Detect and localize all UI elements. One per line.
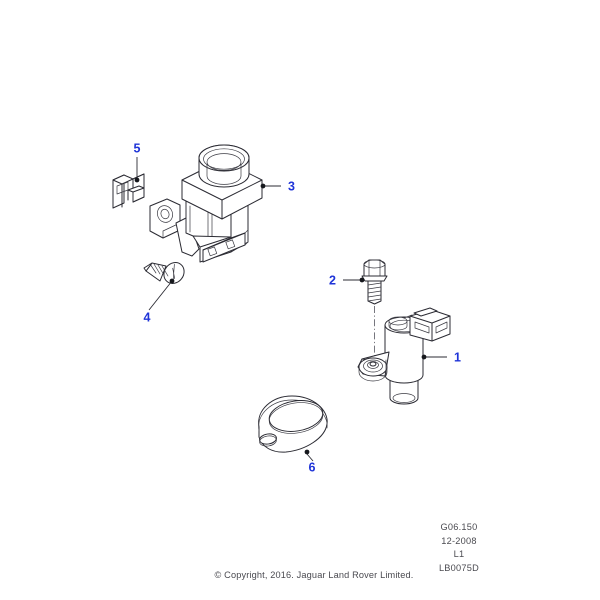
drawing-meta-block: G06.150 12-2008 L1 LB0075D xyxy=(439,521,479,575)
part-retaining-clip xyxy=(112,173,145,209)
drawing-code: G06.150 xyxy=(440,522,478,532)
part-valve-body-housing xyxy=(149,144,263,263)
part-gasket-seal xyxy=(258,395,328,453)
part-hex-flange-bolt xyxy=(361,259,388,305)
callout-leader-1 xyxy=(421,354,447,360)
callout-leader-4 xyxy=(148,278,175,311)
callout-label-4: 4 xyxy=(144,310,151,324)
callout-leader-5 xyxy=(134,157,140,183)
callout-label-6: 6 xyxy=(309,460,316,474)
copyright-notice: © Copyright, 2016. Jaguar Land Rover Lim… xyxy=(214,570,414,580)
drawing-date: 12-2008 xyxy=(441,535,477,546)
callout-leader-2 xyxy=(343,277,365,283)
callout-label-2: 2 xyxy=(329,273,336,287)
callout-label-3: 3 xyxy=(288,179,295,193)
callout-leader-3 xyxy=(260,183,281,189)
callout-label-1: 1 xyxy=(454,350,461,364)
part-camshaft-position-sensor xyxy=(357,307,451,405)
callout-leader-6 xyxy=(304,449,314,462)
part-self-tapping-screw xyxy=(143,262,185,284)
drawing-model: L1 xyxy=(453,549,465,560)
drawing-reference: LB0075D xyxy=(438,562,479,573)
callout-label-5: 5 xyxy=(134,141,141,155)
